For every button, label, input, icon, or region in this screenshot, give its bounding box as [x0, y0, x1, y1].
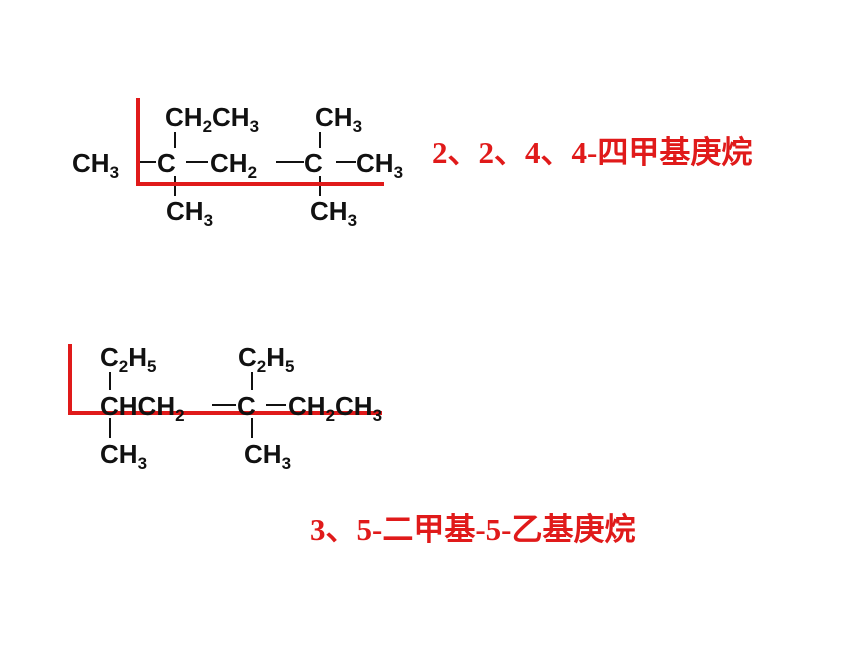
m1-top-methyl: CH3	[315, 102, 363, 136]
main-chain-marker-2	[68, 344, 382, 415]
m1-iupac-name: 2、2、4、4-四甲基庚烷	[432, 135, 753, 170]
m1-bottom-methyl-right: CH3	[310, 196, 358, 230]
m1-left-methyl: CH3	[72, 148, 120, 182]
m1-carbon-2: C	[157, 148, 176, 178]
m2-chain-left: CHCH2	[100, 391, 185, 425]
m2-carbon-5: C	[237, 391, 256, 421]
m2-ethyl-right: C2H5	[238, 342, 295, 376]
m2-iupac-name: 3、5-二甲基-5-乙基庚烷	[310, 512, 636, 547]
m2-chain-right: CH2CH3	[288, 391, 383, 425]
m1-methylene: CH2	[210, 148, 258, 182]
main-chain-marker-1	[136, 98, 384, 186]
m1-ethyl-group: CH2CH3	[165, 102, 260, 136]
m2-bottom-methyl-left: CH3	[100, 439, 148, 473]
m2-ethyl-left: C2H5	[100, 342, 157, 376]
m1-bottom-methyl-left: CH3	[166, 196, 214, 230]
m1-carbon-4: C	[304, 148, 323, 178]
m1-right-methyl: CH3	[356, 148, 404, 182]
m2-bottom-methyl-right: CH3	[244, 439, 292, 473]
